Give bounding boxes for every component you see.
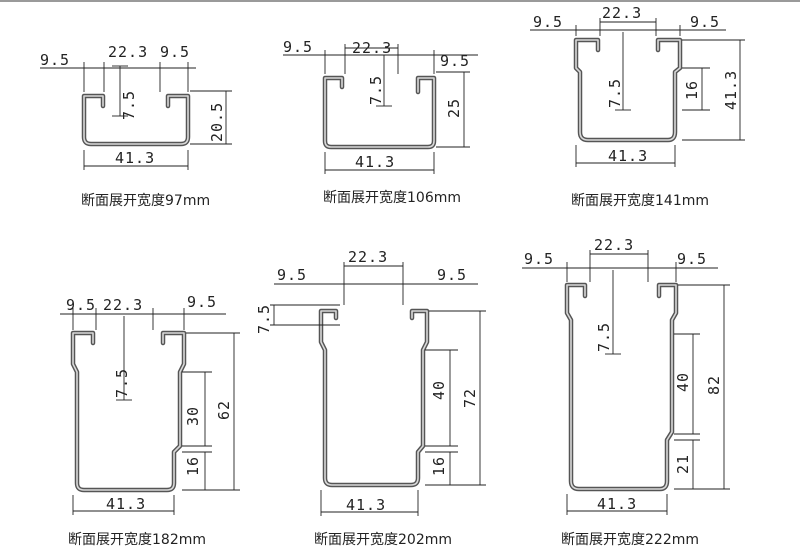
profile-202mm-right-lip-dim: 9.5 [437, 266, 467, 284]
profile-97mm-right-lip-dim: 9.5 [160, 43, 190, 61]
profile-141mm-width-dim: 41.3 [608, 147, 648, 165]
profile-202mm-mid-dim: 40 [430, 380, 448, 400]
profile-222mm-bottom-dim: 21 [674, 454, 692, 474]
profile-141mm: 9.5 22.3 9.5 7.5 16 41.3 41.3 断面展开宽度141m… [530, 4, 745, 209]
profile-97mm-height-dim: 20.5 [208, 102, 226, 142]
profile-141mm-side-dim: 16 [683, 80, 701, 100]
profile-141mm-height-dim: 41.3 [722, 70, 740, 110]
profile-97mm: 9.5 22.3 9.5 7.5 20.5 41.3 断面展开宽度97mm [40, 43, 232, 209]
profile-97mm-highlight [83, 95, 189, 145]
profile-106mm-highlight [324, 77, 435, 148]
profile-202mm-caption: 断面展开宽度202mm [314, 531, 452, 548]
top-border-line [0, 0, 800, 2]
profile-182mm-return-dim: 7.5 [113, 368, 131, 398]
profile-202mm-bottom-dim: 16 [430, 456, 448, 476]
profile-141mm-slot-dim: 22.3 [602, 4, 642, 22]
profile-202mm-height-dim: 72 [461, 388, 479, 408]
profile-222mm-return-dim: 7.5 [595, 322, 613, 352]
profile-222mm-caption: 断面展开宽度222mm [561, 531, 699, 548]
profile-141mm-left-lip-dim: 9.5 [533, 13, 563, 31]
profile-182mm-bottom-dim: 16 [184, 456, 202, 476]
profile-141mm-return-dim: 7.5 [606, 78, 624, 108]
profile-202mm-outline [318, 308, 430, 488]
profile-141mm-right-lip-dim: 9.5 [690, 13, 720, 31]
profile-141mm-dimension-lines [530, 18, 745, 167]
profile-182mm-highlight [72, 332, 185, 491]
profile-97mm-dimension-lines [40, 62, 232, 170]
profile-182mm-slot-dim: 22.3 [103, 296, 143, 314]
profile-106mm-width-dim: 41.3 [355, 153, 395, 171]
profile-182mm-caption: 断面展开宽度182mm [68, 531, 206, 548]
profile-106mm-right-lip-dim: 9.5 [440, 52, 470, 70]
profile-202mm-width-dim: 41.3 [346, 496, 386, 514]
profile-182mm-width-dim: 41.3 [106, 495, 146, 513]
profile-106mm-left-lip-dim: 9.5 [283, 38, 313, 56]
profile-106mm-height-dim: 25 [445, 98, 463, 118]
profile-106mm-dimension-lines [283, 44, 478, 174]
profile-97mm-width-dim: 41.3 [115, 149, 155, 167]
profile-222mm-mid-dim: 40 [674, 372, 692, 392]
profile-182mm-dimension-lines [60, 308, 240, 515]
profile-97mm-slot-dim: 22.3 [108, 43, 148, 61]
profile-182mm-height-dim: 62 [215, 400, 233, 420]
profile-222mm-slot-dim: 22.3 [594, 236, 634, 254]
profile-182mm-right-lip-dim: 9.5 [187, 293, 217, 311]
profile-106mm: 9.5 22.3 9.5 7.5 25 41.3 断面展开宽度106mm [283, 38, 478, 206]
profile-222mm: 9.5 22.3 9.5 7.5 40 21 82 41.3 断面展开宽度222… [522, 236, 730, 548]
profile-141mm-outline [573, 37, 683, 143]
profile-222mm-left-lip-dim: 9.5 [524, 250, 554, 268]
profile-222mm-outline [564, 282, 679, 492]
profile-222mm-highlight [566, 284, 677, 490]
profile-182mm-mid-dim: 30 [184, 406, 202, 426]
profile-202mm-highlight [320, 310, 428, 486]
profile-106mm-caption: 断面展开宽度106mm [323, 189, 461, 206]
profile-97mm-return-dim: 7.5 [120, 90, 138, 120]
profile-202mm-return-dim: 7.5 [255, 304, 273, 334]
profile-182mm: 9.5 22.3 9.5 7.5 30 16 62 41.3 断面展开宽度182… [60, 293, 240, 548]
profile-106mm-slot-dim: 22.3 [352, 39, 392, 57]
profile-202mm: 9.5 22.3 9.5 7.5 40 16 72 41.3 断面展开宽度202… [255, 248, 486, 548]
profile-182mm-left-lip-dim: 9.5 [66, 296, 96, 314]
profile-202mm-left-lip-dim: 9.5 [277, 266, 307, 284]
profile-222mm-width-dim: 41.3 [597, 495, 637, 513]
profile-141mm-caption: 断面展开宽度141mm [571, 192, 709, 209]
profile-222mm-height-dim: 82 [705, 375, 723, 395]
profile-222mm-right-lip-dim: 9.5 [677, 250, 707, 268]
profile-97mm-caption: 断面展开宽度97mm [81, 192, 210, 209]
profile-106mm-return-dim: 7.5 [367, 75, 385, 105]
profile-222mm-dimension-lines [522, 250, 730, 515]
profile-182mm-outline [70, 330, 187, 493]
profile-202mm-slot-dim: 22.3 [348, 248, 388, 266]
profile-141mm-highlight [575, 39, 681, 141]
profile-202mm-dimension-lines [270, 262, 486, 516]
profile-97mm-left-lip-dim: 9.5 [40, 51, 70, 69]
